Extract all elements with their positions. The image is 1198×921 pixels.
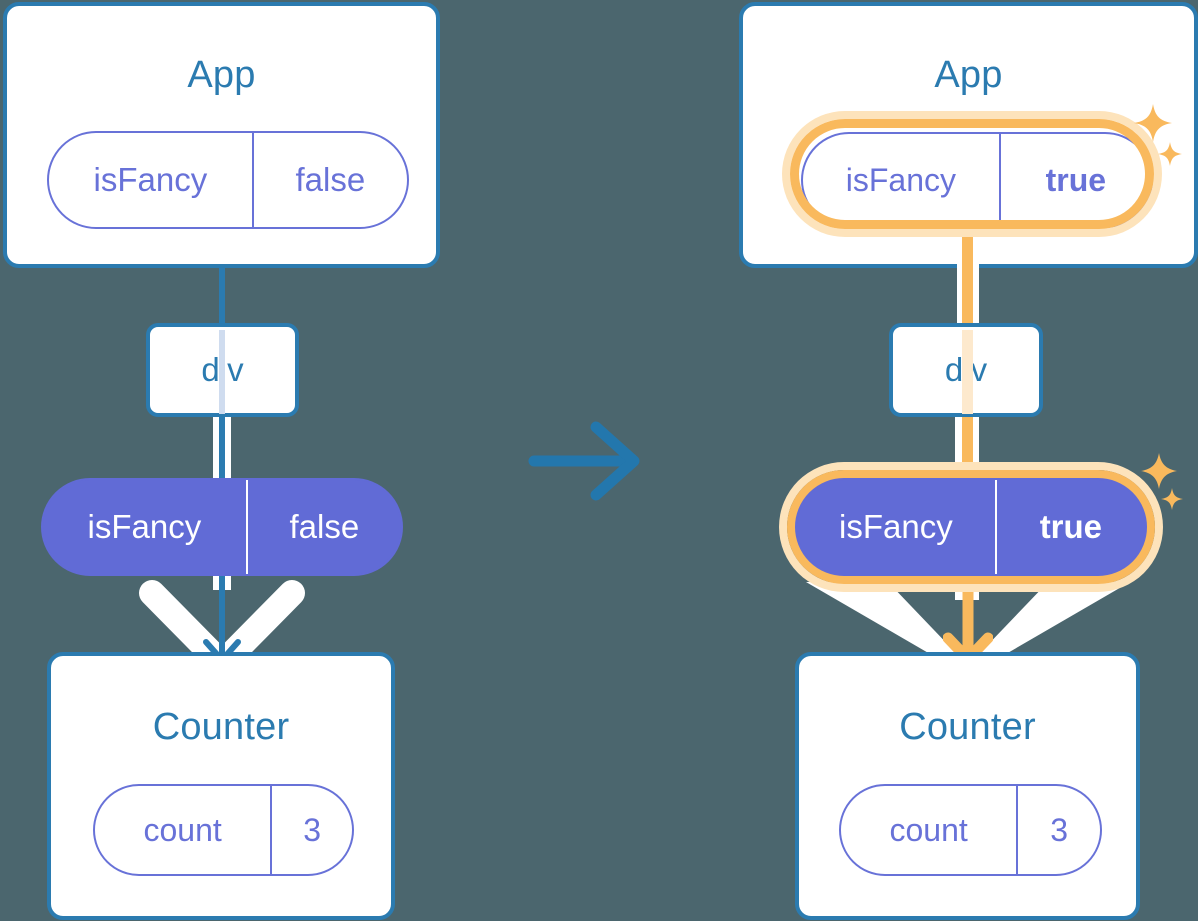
prop-pill-before: isFancy false bbox=[41, 478, 403, 576]
counter-panel-before: Counter count 3 bbox=[47, 652, 395, 920]
prop-pill-value-before: false bbox=[245, 480, 401, 574]
sparkle-icon-app-small-after bbox=[1158, 142, 1182, 166]
counter-state-pill-value-after: 3 bbox=[1016, 786, 1100, 874]
app-state-pill-before: isFancy false bbox=[47, 131, 409, 229]
connector-through-div-after bbox=[962, 330, 973, 414]
prop-pill-after: isFancy true bbox=[795, 478, 1147, 576]
counter-panel-after: Counter count 3 bbox=[795, 652, 1140, 920]
connector-div-to-pill-before bbox=[219, 414, 225, 492]
sparkle-icon-prop-large-after bbox=[1141, 453, 1177, 489]
app-state-pill-key-after: isFancy bbox=[845, 161, 956, 198]
counter-state-pill-before: count 3 bbox=[93, 784, 354, 876]
prop-pill-key-before: isFancy bbox=[87, 508, 202, 545]
sparkle-icon-prop-small-after bbox=[1161, 488, 1183, 510]
counter-panel-title-after: Counter bbox=[899, 706, 1036, 748]
app-state-pill-value-after: true bbox=[998, 134, 1151, 226]
connector-div-to-pill-after bbox=[962, 414, 973, 492]
arrow-right-icon bbox=[528, 421, 640, 501]
connector-app-to-div-before bbox=[219, 262, 225, 326]
connector-app-to-div-after bbox=[962, 222, 973, 328]
prop-pill-key-after: isFancy bbox=[839, 508, 953, 545]
app-state-pill-value-before: false bbox=[251, 133, 407, 227]
app-panel-title-after: App bbox=[934, 54, 1003, 96]
counter-state-pill-after: count 3 bbox=[839, 784, 1102, 876]
sparkle-icon-app-large-after bbox=[1134, 104, 1172, 142]
prop-pill-value-after: true bbox=[994, 480, 1145, 574]
counter-state-pill-key-after: count bbox=[889, 811, 968, 848]
app-panel-title-before: App bbox=[187, 54, 256, 96]
app-state-pill-after: isFancy true bbox=[801, 132, 1153, 228]
app-panel-before: App isFancy false bbox=[3, 2, 440, 268]
counter-state-pill-key-before: count bbox=[143, 811, 222, 848]
counter-state-pill-value-before: 3 bbox=[270, 786, 352, 874]
connector-through-div-before bbox=[219, 330, 225, 414]
app-state-pill-key-before: isFancy bbox=[93, 161, 208, 198]
counter-panel-title-before: Counter bbox=[152, 706, 290, 748]
